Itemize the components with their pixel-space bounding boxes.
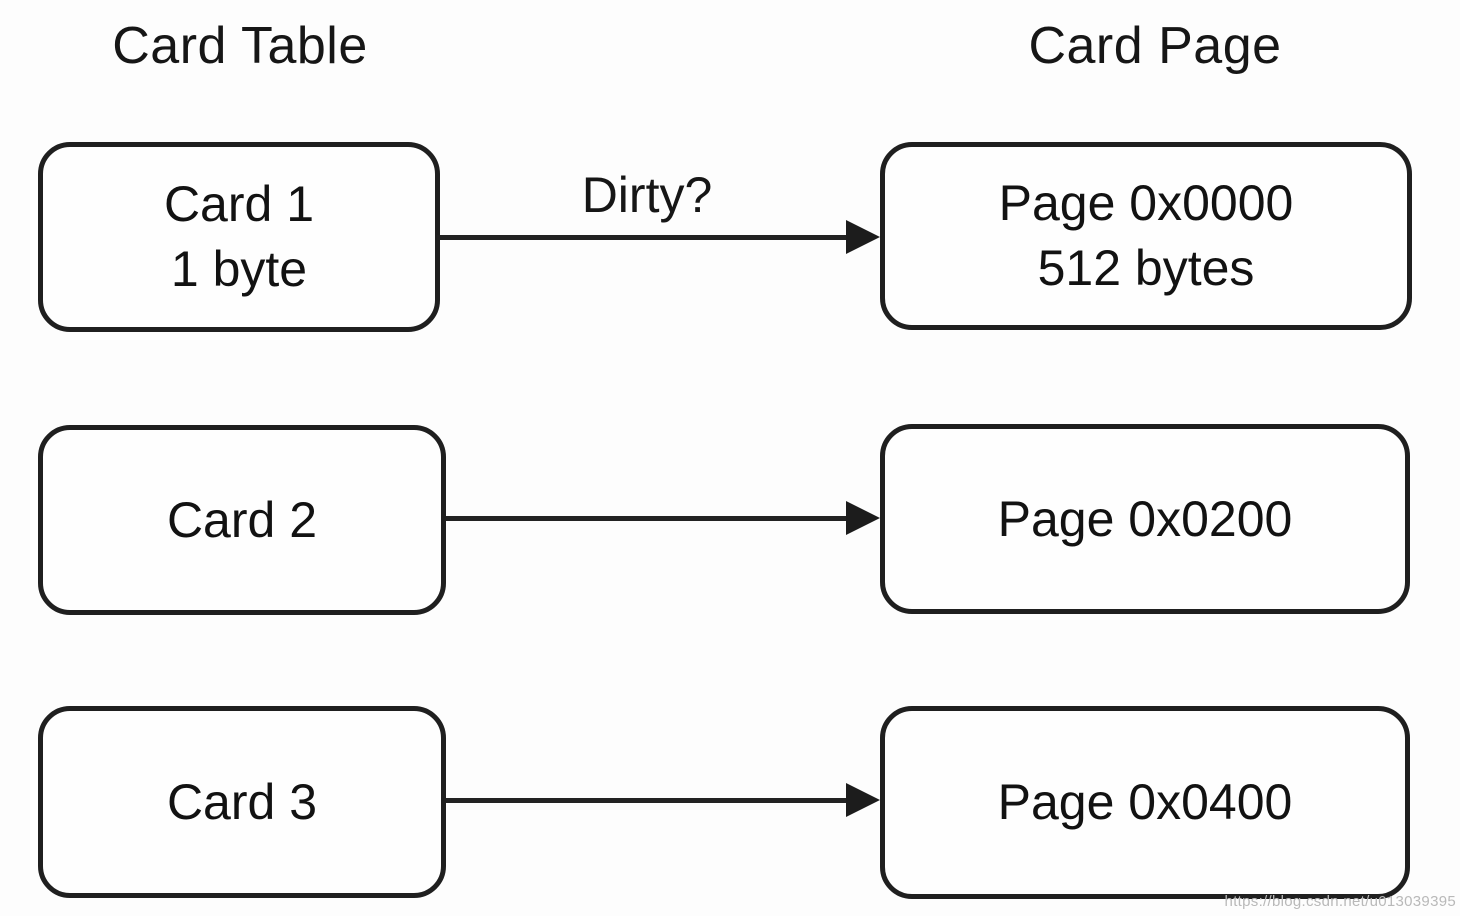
page-0x0200-label: Page 0x0200 [997,490,1293,547]
card-2-label: Card 2 [166,491,318,548]
arrowhead-icon [846,783,880,817]
edge-1-arrow [437,219,880,255]
card-1-label: Card 1 [163,176,315,232]
card-2-node: Card 2 [38,425,446,615]
page-0x0400-node: Page 0x0400 [880,706,1410,899]
page-0x0000-label: Page 0x0000 [998,175,1294,231]
page-0x0200-node: Page 0x0200 [880,424,1410,614]
watermark-url: https://blog.csdn.net/u013039395 [1224,893,1456,910]
page-0x0000-node: Page 0x0000 512 bytes [880,142,1412,330]
card-3-node: Card 3 [38,706,446,898]
arrow-shaft [446,797,846,803]
arrow-shaft [446,515,846,521]
edge-3-arrow [446,782,880,818]
left-column-title: Card Table [112,17,368,75]
arrow-shaft [437,234,846,240]
edge-1-label: Dirty? [581,167,713,223]
card-1-node: Card 1 1 byte [38,142,440,332]
page-0x0400-label: Page 0x0400 [997,774,1293,830]
arrowhead-icon [846,501,880,535]
page-0x0000-sublabel: 512 bytes [1037,240,1255,296]
card-1-sublabel: 1 byte [170,241,308,297]
arrowhead-icon [846,220,880,254]
right-column-title: Card Page [1028,17,1282,75]
edge-2-arrow [446,500,880,536]
card-3-label: Card 3 [166,773,318,830]
